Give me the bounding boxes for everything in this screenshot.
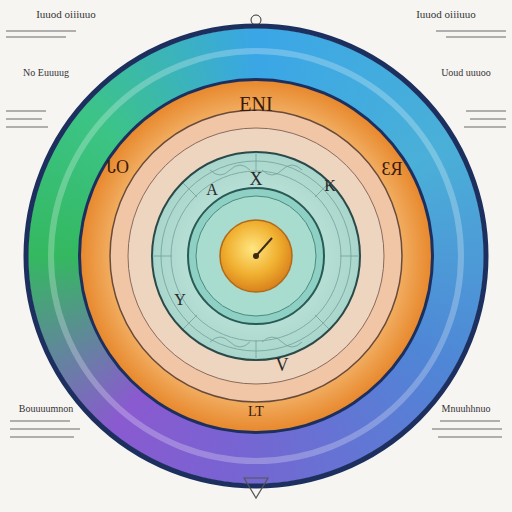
corner-note: Iuuod oiiiuuo bbox=[36, 8, 96, 20]
ring-glyph: ᏓO bbox=[107, 158, 129, 178]
ring-glyph: Y bbox=[174, 291, 186, 309]
side-note: Mnuuhhnuo bbox=[442, 403, 491, 414]
ring-glyph: X bbox=[250, 170, 263, 190]
ring-glyph: LT bbox=[248, 404, 264, 419]
ring-title: ENI bbox=[239, 93, 272, 115]
side-note: No Euuuug bbox=[23, 67, 69, 78]
corner-note: Iuuod oiiiuuo bbox=[416, 8, 476, 20]
ring-glyph: V bbox=[276, 356, 289, 376]
ring-glyph: A bbox=[206, 181, 218, 199]
side-note: Bouuuumnon bbox=[19, 403, 73, 414]
ring-glyph: ƐЯ bbox=[381, 160, 402, 180]
side-note: Uoud uuuoo bbox=[441, 67, 491, 78]
ring-glyph: K bbox=[324, 177, 336, 195]
